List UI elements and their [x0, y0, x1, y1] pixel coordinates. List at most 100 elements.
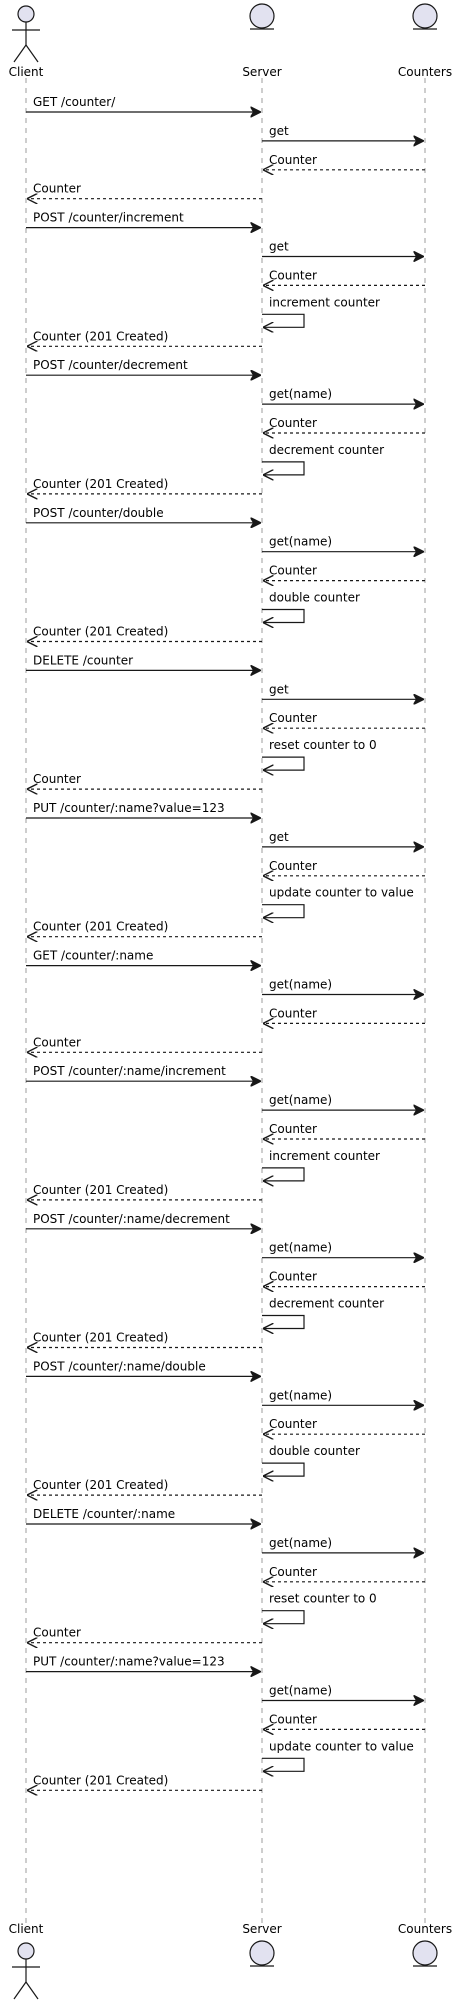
message-label: double counter [269, 591, 360, 605]
message-label: get(name) [269, 1241, 332, 1255]
message: update counter to value [262, 886, 414, 918]
message: Counter [264, 1122, 425, 1139]
message: double counter [262, 1444, 360, 1476]
message-label: POST /counter/:name/double [33, 1359, 206, 1373]
message: Counter [28, 1035, 262, 1052]
message-label: Counter (201 Created) [33, 1773, 168, 1787]
counters-label-top: Counters [398, 65, 452, 79]
message-label: decrement counter [269, 1297, 384, 1311]
message: GET /counter/ [26, 95, 260, 112]
message: Counter (201 Created) [28, 625, 262, 642]
message-label: update counter to value [269, 1739, 414, 1753]
message: POST /counter/double [26, 506, 260, 523]
message: Counter [264, 416, 425, 433]
counters-participant-bottom: Counters [398, 1922, 452, 1967]
message-label: get [269, 682, 289, 696]
message-label: Counter [269, 564, 317, 578]
message-label: Counter [269, 153, 317, 167]
message: Counter (201 Created) [28, 920, 262, 937]
message: get(name) [262, 978, 423, 995]
message-label: get(name) [269, 535, 332, 549]
message-label: Counter [33, 1626, 81, 1640]
message-label: get(name) [269, 1388, 332, 1402]
message-label: reset counter to 0 [269, 738, 377, 752]
message-label: double counter [269, 1444, 360, 1458]
message: get(name) [262, 387, 423, 404]
lifelines [25, 78, 426, 1925]
message: reset counter to 0 [262, 1592, 377, 1624]
message: Counter [28, 182, 262, 199]
message-label: decrement counter [269, 443, 384, 457]
message: PUT /counter/:name?value=123 [26, 801, 260, 818]
message: POST /counter/:name/decrement [26, 1212, 260, 1229]
server-participant-bottom: Server [242, 1922, 282, 1967]
message: get(name) [262, 1388, 423, 1405]
message-label: get(name) [269, 978, 332, 992]
message: Counter (201 Created) [28, 329, 262, 346]
client-participant-bottom: Client [9, 1922, 44, 2000]
message-label: increment counter [269, 295, 380, 309]
message-label: DELETE /counter/:name [33, 1507, 175, 1521]
message-label: Counter (201 Created) [33, 1183, 168, 1197]
message: Counter [264, 1270, 425, 1287]
message: PUT /counter/:name?value=123 [26, 1655, 260, 1672]
counters-label-bottom: Counters [398, 1922, 452, 1936]
self-message-arrow [262, 1167, 305, 1181]
message: get(name) [262, 1536, 423, 1553]
message-label: Counter [269, 711, 317, 725]
message: DELETE /counter/:name [26, 1507, 260, 1524]
message-label: get [269, 240, 289, 254]
message: get(name) [262, 535, 423, 552]
message-label: Counter [269, 1270, 317, 1284]
message: get [262, 124, 423, 141]
message-label: update counter to value [269, 886, 414, 900]
message: get(name) [262, 1684, 423, 1701]
message: Counter [264, 268, 425, 285]
message-label: Counter [269, 1006, 317, 1020]
message: POST /counter/decrement [26, 358, 260, 375]
message: get [262, 830, 423, 847]
self-message-arrow [262, 1610, 305, 1624]
message: decrement counter [262, 1297, 384, 1329]
message-label: Counter [269, 416, 317, 430]
message-label: reset counter to 0 [269, 1592, 377, 1606]
message-label: Counter (201 Created) [33, 1478, 168, 1492]
message-label: Counter [33, 182, 81, 196]
client-label-top: Client [9, 65, 44, 79]
message-label: get(name) [269, 1684, 332, 1698]
self-message-arrow [262, 313, 305, 327]
self-message-arrow [262, 461, 305, 475]
message-label: get(name) [269, 1093, 332, 1107]
message-label: get(name) [269, 1536, 332, 1550]
client-label-bottom: Client [9, 1922, 44, 1936]
message: get [262, 682, 423, 699]
server-participant-top: Server [242, 3, 282, 79]
message: DELETE /counter [26, 653, 260, 670]
message-label: Counter [33, 1035, 81, 1049]
message: update counter to value [262, 1739, 414, 1771]
message-label: get [269, 830, 289, 844]
message-label: GET /counter/ [33, 95, 116, 109]
server-label-top: Server [242, 65, 281, 79]
message: GET /counter/:name [26, 949, 260, 966]
message: Counter (201 Created) [28, 477, 262, 494]
message: Counter [28, 772, 262, 789]
self-message-arrow [262, 608, 305, 623]
message: Counter (201 Created) [28, 1773, 262, 1790]
message-label: get(name) [269, 387, 332, 401]
message-label: POST /counter/double [33, 506, 164, 520]
message: POST /counter/:name/increment [26, 1064, 260, 1081]
message-label: Counter (201 Created) [33, 477, 168, 491]
message: decrement counter [262, 443, 384, 475]
message-label: Counter (201 Created) [33, 920, 168, 934]
message-label: Counter [269, 1712, 317, 1726]
message: get [262, 240, 423, 257]
message: Counter [264, 859, 425, 876]
message-label: DELETE /counter [33, 653, 133, 667]
message: Counter [264, 711, 425, 728]
message: Counter (201 Created) [28, 1478, 262, 1495]
message: Counter (201 Created) [28, 1331, 262, 1348]
